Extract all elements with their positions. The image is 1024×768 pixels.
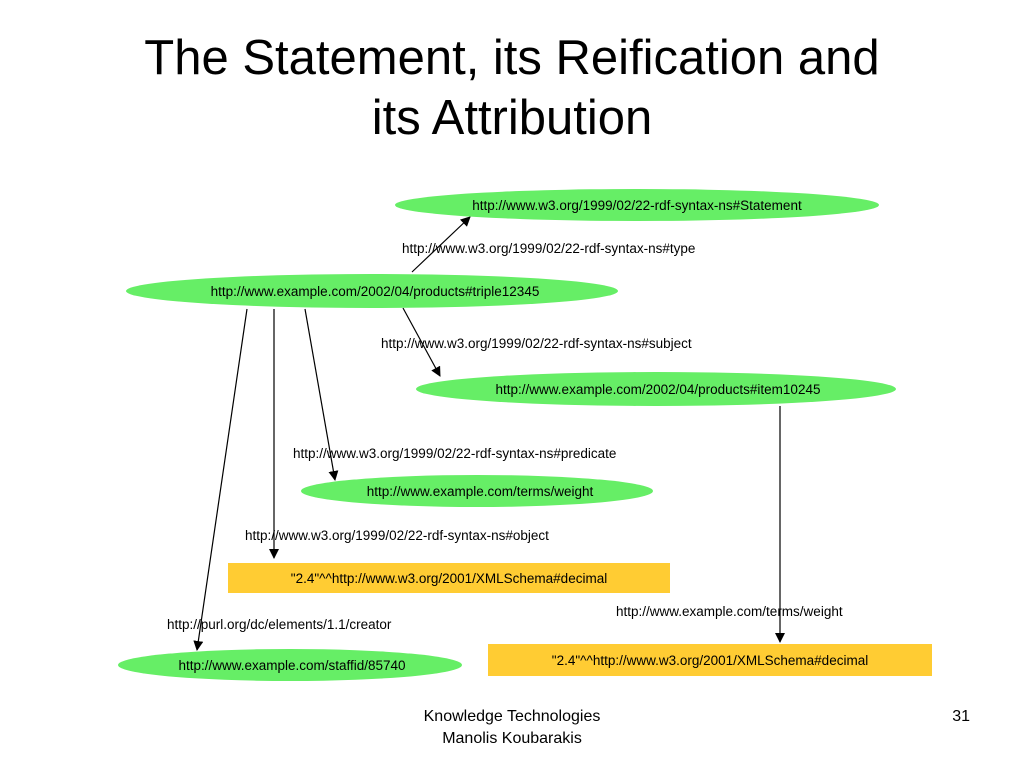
node-staff-label: http://www.example.com/staffid/85740 [178,658,405,673]
footer-course: Knowledge Technologies [423,708,601,725]
edge-lines [193,216,785,651]
node-item: http://www.example.com/2002/04/products#… [416,372,896,406]
node-literal-2-label: "2.4"^^http://www.w3.org/2001/XMLSchema#… [552,653,868,668]
edge-item-weight-label: http://www.example.com/terms/weight [616,604,843,619]
node-statement-label: http://www.w3.org/1999/02/22-rdf-syntax-… [472,198,802,213]
edge-predicate-label: http://www.w3.org/1999/02/22-rdf-syntax-… [293,446,616,461]
node-statement-shape [395,189,879,221]
edge-creator-label: http://purl.org/dc/elements/1.1/creator [167,617,392,632]
edge-object-label: http://www.w3.org/1999/02/22-rdf-syntax-… [245,528,549,543]
node-literal-1: "2.4"^^http://www.w3.org/2001/XMLSchema#… [228,563,670,593]
node-literal-2: "2.4"^^http://www.w3.org/2001/XMLSchema#… [488,644,932,676]
node-weight: http://www.example.com/terms/weight [301,475,653,507]
edge-type-line [411,216,471,273]
node-literal-1-shape [228,563,670,593]
node-weight-shape [301,475,653,507]
title-line-2: its Attribution [371,91,653,145]
footer-credits: Knowledge Technologies Manolis Koubaraki… [362,706,662,750]
node-triple-shape [126,274,618,308]
node-literal-2-shape [488,644,932,676]
node-literal-1-label: "2.4"^^http://www.w3.org/2001/XMLSchema#… [291,571,607,586]
footer-author: Manolis Koubarakis [442,730,582,747]
node-weight-label: http://www.example.com/terms/weight [367,484,594,499]
edge-labels: http://www.w3.org/1999/02/22-rdf-syntax-… [167,241,843,632]
node-item-label: http://www.example.com/2002/04/products#… [496,382,821,397]
page-number: 31 [952,708,970,725]
node-triple-label: http://www.example.com/2002/04/products#… [211,284,540,299]
node-statement: http://www.w3.org/1999/02/22-rdf-syntax-… [395,189,879,221]
title-line-1: The Statement, its Reification and [144,31,880,85]
edge-creator-line [193,308,248,651]
slide-title: The Statement, its Reification and its A… [0,28,1024,148]
node-triple: http://www.example.com/2002/04/products#… [126,274,618,308]
edge-subject-line [402,307,441,377]
edge-subject-label: http://www.w3.org/1999/02/22-rdf-syntax-… [381,336,692,351]
node-staff: http://www.example.com/staffid/85740 [118,649,462,681]
edge-type-label: http://www.w3.org/1999/02/22-rdf-syntax-… [402,241,695,256]
node-item-shape [416,372,896,406]
edge-predicate-line [304,308,339,481]
node-staff-shape [118,649,462,681]
